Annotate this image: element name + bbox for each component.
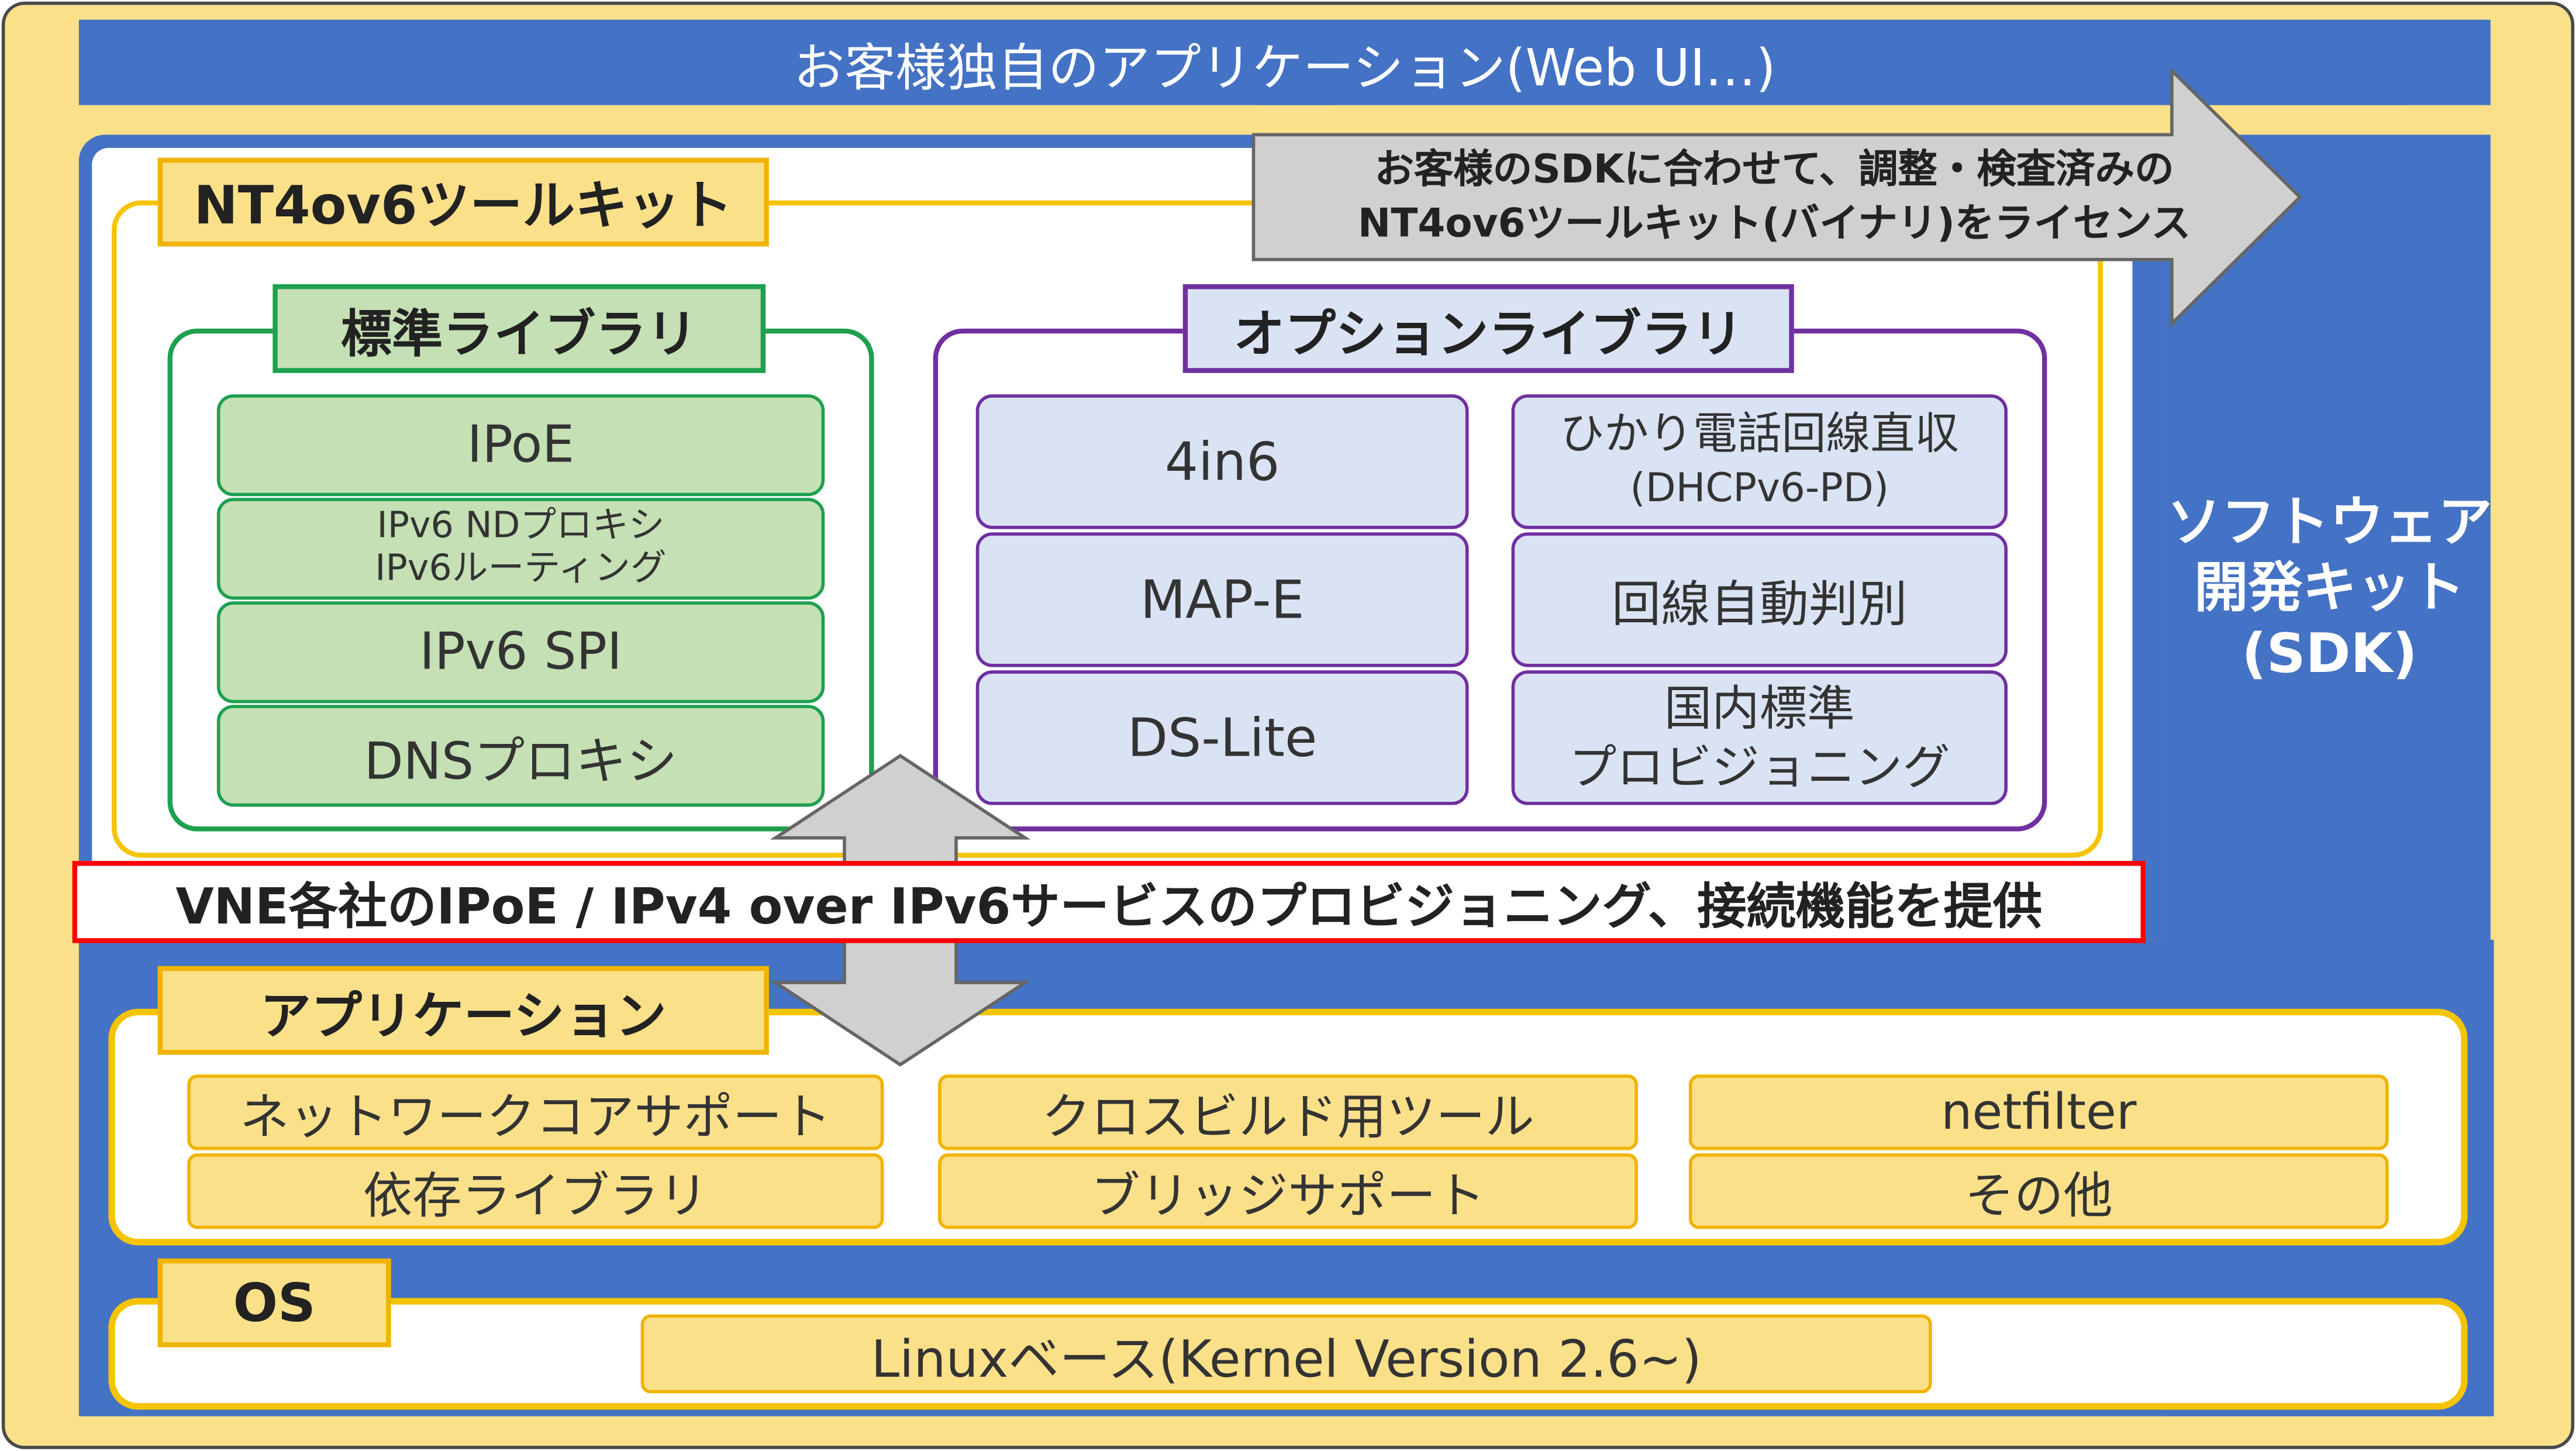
sdk-label-line: (SDK) xyxy=(2242,621,2418,685)
sdk-label: ソフトウェア 開発キット (SDK) xyxy=(2165,490,2494,687)
opt-item-label: MAP-E xyxy=(1140,568,1305,631)
sdk-label-line: ソフトウェア xyxy=(2167,490,2492,554)
std-item-label: DNSプロキシ xyxy=(364,732,678,791)
license-arrow-text: お客様のSDKに合わせて、調整・検査済みの NT4ov6ツールキット(バイナリ)… xyxy=(1265,138,2284,256)
std-item-label: IPoE xyxy=(467,415,575,475)
opt-item-label: ひかり電話回線直収 xyxy=(1560,409,1960,460)
app-item-label: 依存ライブラリ xyxy=(363,1168,708,1226)
vne-provisioning-bar: VNE各社のIPoE / IPv4 over IPv6サービスのプロビジョニング… xyxy=(72,861,2146,943)
app-item-label: ネットワークコアサポート xyxy=(240,1089,832,1147)
os-title-tab: OS xyxy=(157,1258,391,1347)
std-item-label: IPv6ルーティング xyxy=(375,549,667,590)
license-arrow-shape xyxy=(1251,67,2303,328)
vne-bar-text: VNE各社のIPoE / IPv4 over IPv6サービスのプロビジョニング… xyxy=(175,878,2043,937)
banner-gap-right xyxy=(2408,105,2491,135)
opt-item-label: 国内標準 xyxy=(1664,680,1855,736)
arrow-text-line: お客様のSDKに合わせて、調整・検査済みの xyxy=(1374,146,2174,192)
web-ui-banner: お客様独自のアプリケーション(Web UI…) xyxy=(78,19,2491,105)
app-item-netfilter: netfilter xyxy=(1688,1074,2389,1150)
std-item-label: IPv6 SPI xyxy=(419,622,622,682)
opt-item-auto-detect: 回線自動判別 xyxy=(1511,532,2008,667)
app-item-label: クロスビルド用ツール xyxy=(1042,1089,1534,1147)
arrow-text-line: NT4ov6ツールキット(バイナリ)をライセンス xyxy=(1357,200,2191,247)
app-item-other: その他 xyxy=(1688,1153,2389,1229)
os-item-label: Linuxベース(Kernel Version 2.6~) xyxy=(871,1330,1702,1390)
toolkit-title: NT4ov6ツールキット xyxy=(194,174,733,237)
option-library-title: オプションライブラリ xyxy=(1233,305,1743,364)
sdk-label-line: 開発キット xyxy=(2194,555,2465,620)
opt-item-hikari: ひかり電話回線直収 (DHCPv6-PD) xyxy=(1511,394,2008,529)
app-item-label: その他 xyxy=(1964,1168,2113,1226)
std-item-spi: IPv6 SPI xyxy=(216,601,825,704)
os-item-linux: Linuxベース(Kernel Version 2.6~) xyxy=(640,1314,1932,1394)
app-item-label: ブリッジサポート xyxy=(1091,1168,1485,1226)
standard-library-title: 標準ライブラリ xyxy=(340,305,698,364)
toolkit-title-tab: NT4ov6ツールキット xyxy=(157,157,769,247)
application-title: アプリケーション xyxy=(260,986,667,1046)
std-item-label: IPv6 NDプロキシ xyxy=(377,506,665,547)
app-item-label: netfilter xyxy=(1941,1083,2137,1142)
opt-item-ds-lite: DS-Lite xyxy=(975,670,1469,805)
app-item-bridge: ブリッジサポート xyxy=(938,1153,1638,1229)
opt-item-label: プロビジョニング xyxy=(1568,739,1950,795)
opt-item-label: 4in6 xyxy=(1164,430,1280,493)
opt-item-4in6: 4in6 xyxy=(975,394,1469,529)
std-item-ipoe: IPoE xyxy=(216,394,825,497)
std-item-nd-proxy: IPv6 NDプロキシ IPv6ルーティング xyxy=(216,498,825,600)
opt-item-map-e: MAP-E xyxy=(975,532,1469,667)
std-item-dns: DNSプロキシ xyxy=(216,705,825,807)
app-item-cross-build: クロスビルド用ツール xyxy=(938,1074,1638,1150)
application-title-tab: アプリケーション xyxy=(157,966,769,1055)
app-item-network-core: ネットワークコアサポート xyxy=(187,1074,884,1150)
license-arrow xyxy=(1251,67,2303,328)
option-library-title-tab: オプションライブラリ xyxy=(1182,284,1794,373)
opt-item-label: DS-Lite xyxy=(1127,706,1318,769)
app-item-dependency: 依存ライブラリ xyxy=(187,1153,884,1229)
opt-item-provisioning: 国内標準 プロビジョニング xyxy=(1511,670,2008,805)
banner-gap-mid xyxy=(1334,105,2169,135)
standard-library-title-tab: 標準ライブラリ xyxy=(273,284,766,373)
banner-gap-left xyxy=(78,105,1256,135)
banner-text: お客様独自のアプリケーション(Web UI…) xyxy=(794,39,1776,98)
opt-item-label: (DHCPv6-PD) xyxy=(1630,465,1889,511)
opt-item-label: 回線自動判別 xyxy=(1611,577,1908,635)
os-title: OS xyxy=(233,1271,316,1335)
